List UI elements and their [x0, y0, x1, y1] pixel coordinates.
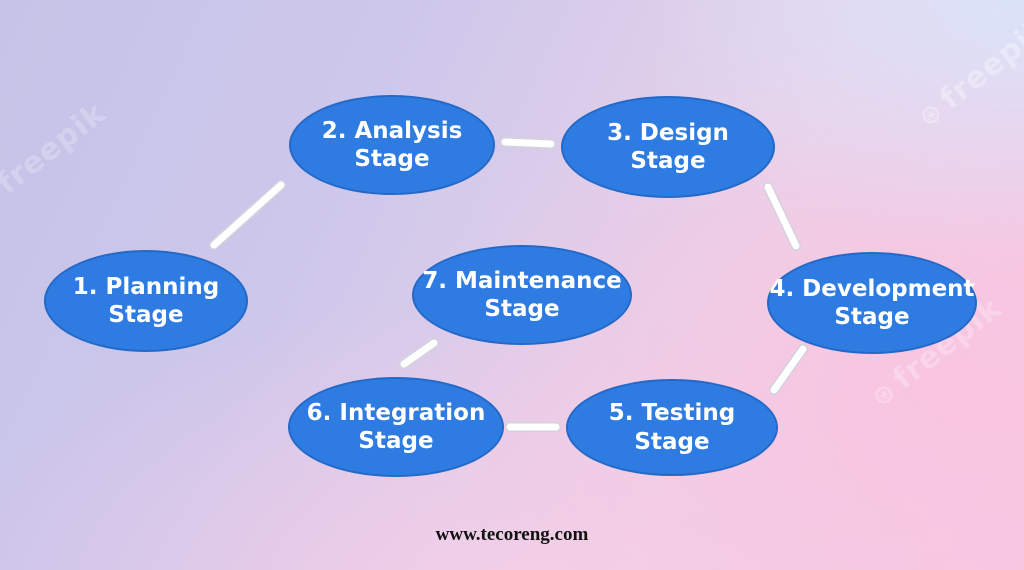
- stage-label-line2: Stage: [358, 428, 434, 454]
- connector-analysis-design: [500, 137, 556, 149]
- stage-label-line2: Stage: [484, 296, 560, 322]
- connector-maintenance-integration: [399, 338, 439, 369]
- stage-maintenance: 7. Maintenance Stage: [412, 245, 632, 345]
- website-url: www.tecoreng.com: [435, 524, 589, 545]
- stage-label-line2: Stage: [834, 304, 910, 330]
- stage-label-line2: Stage: [634, 428, 710, 455]
- connector-design-development: [763, 182, 801, 251]
- stage-label-line1: 7. Maintenance: [422, 267, 622, 294]
- stage-label-line1: 5. Testing: [608, 400, 736, 427]
- stage-development: 4. Development Stage: [767, 252, 977, 354]
- stage-integration: 6. Integration Stage: [288, 377, 504, 477]
- stage-label-line1: 1. Planning: [72, 273, 220, 300]
- stage-label-line1: 4. Development: [769, 275, 975, 302]
- connector-planning-analysis: [209, 180, 286, 250]
- stage-label-line1: 6. Integration: [306, 399, 486, 426]
- stage-label-line1: 2. Analysis: [321, 117, 463, 144]
- stage-label-line2: Stage: [630, 148, 706, 174]
- connector-development-testing: [769, 344, 808, 395]
- stage-analysis: 2. Analysis Stage: [289, 95, 495, 195]
- stage-label-line2: Stage: [108, 302, 184, 328]
- stage-testing: 5. Testing Stage: [566, 379, 778, 476]
- stage-design: 3. Design Stage: [561, 96, 775, 198]
- stage-label-line1: 3. Design: [607, 119, 729, 146]
- stage-planning: 1. Planning Stage: [44, 250, 248, 352]
- stage-label-line2: Stage: [354, 146, 430, 172]
